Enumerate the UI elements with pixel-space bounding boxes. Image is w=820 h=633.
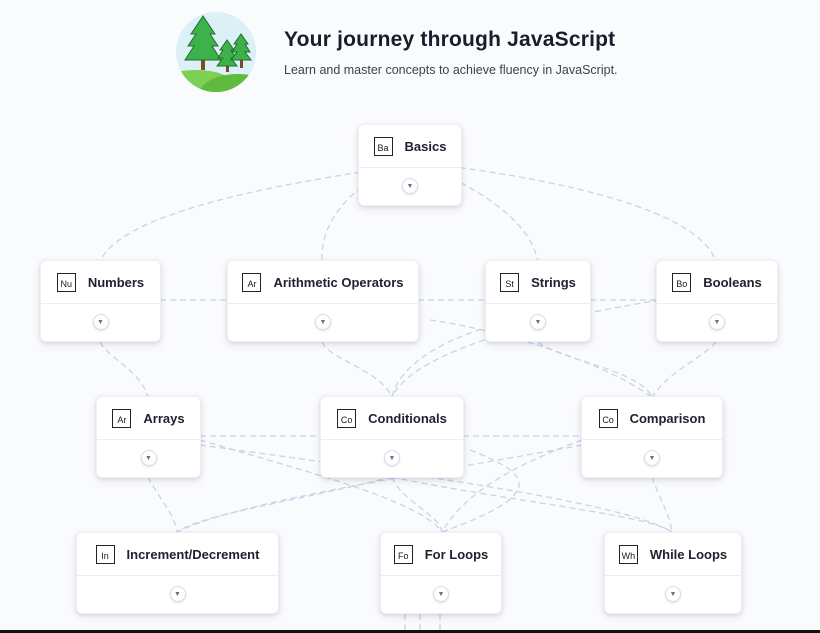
node-label: While Loops [649,546,728,562]
node-label: Conditionals [368,410,447,426]
unlock-icon[interactable]: ▼ [140,450,157,466]
node-abbr-badge: Ar [242,272,262,292]
page-title: Your journey through JavaScript [284,28,616,51]
node-abbr-badge: Bo [672,272,692,292]
page-subtitle: Learn and master concepts to achieve flu… [284,63,618,77]
unlock-icon[interactable]: ▼ [709,314,725,330]
node-abbr-badge: Ba [373,136,393,156]
node-header: Co Conditionals [321,397,463,440]
node-abbr-badge: Fo [393,544,413,564]
node-header: In Increment/Decrement [77,533,278,576]
page-header: Your journey through JavaScript Learn an… [0,0,820,110]
node-header: Bo Booleans [657,261,777,304]
node-header: Fo For Loops [381,533,501,576]
node-increment-decrement[interactable]: In Increment/Decrement ▼ [76,532,279,614]
unlock-icon[interactable]: ▼ [169,586,186,602]
node-arrays[interactable]: Ar Arrays ▼ [96,396,201,478]
node-abbr-badge: Co [598,408,618,428]
node-abbr-badge: In [95,544,115,564]
node-header: Ar Arithmetic Operators [228,261,418,304]
unlock-icon[interactable]: ▼ [92,314,109,330]
node-numbers[interactable]: Nu Numbers ▼ [40,260,161,342]
node-comparison[interactable]: Co Comparison ▼ [581,396,723,478]
node-label: For Loops [424,546,489,562]
node-while-loops[interactable]: Wh While Loops ▼ [604,532,742,614]
node-abbr-badge: Ar [112,408,132,428]
node-label: Comparison [629,410,706,426]
node-label: Increment/Decrement [126,546,260,562]
node-arithmetic-operators[interactable]: Ar Arithmetic Operators ▼ [227,260,419,342]
window-bottom-border [0,630,820,633]
forest-logo [176,12,256,92]
node-header: Co Comparison [582,397,722,440]
node-abbr-badge: Wh [618,544,638,564]
node-label: Numbers [87,274,145,290]
node-label: Arithmetic Operators [273,274,404,290]
node-abbr-badge: St [500,272,520,292]
node-basics[interactable]: Ba Basics ▼ [358,124,462,206]
node-label: Basics [404,138,447,154]
node-booleans[interactable]: Bo Booleans ▼ [656,260,778,342]
node-header: Ba Basics [359,125,461,168]
unlock-icon[interactable]: ▼ [530,314,546,330]
node-header: St Strings [486,261,590,304]
node-strings[interactable]: St Strings ▼ [485,260,591,342]
node-abbr-badge: Nu [56,272,76,292]
unlock-icon[interactable]: ▼ [433,586,449,602]
unlock-icon[interactable]: ▼ [384,450,400,466]
node-header: Wh While Loops [605,533,741,576]
node-conditionals[interactable]: Co Conditionals ▼ [320,396,464,478]
node-label: Arrays [143,410,185,426]
unlock-icon[interactable]: ▼ [402,178,418,194]
node-abbr-badge: Co [337,408,357,428]
node-label: Booleans [703,274,762,290]
unlock-icon[interactable]: ▼ [315,314,331,330]
node-header: Ar Arrays [97,397,200,440]
unlock-icon[interactable]: ▼ [644,450,660,466]
unlock-icon[interactable]: ▼ [665,586,681,602]
node-header: Nu Numbers [41,261,160,304]
node-label: Strings [531,274,576,290]
node-for-loops[interactable]: Fo For Loops ▼ [380,532,502,614]
